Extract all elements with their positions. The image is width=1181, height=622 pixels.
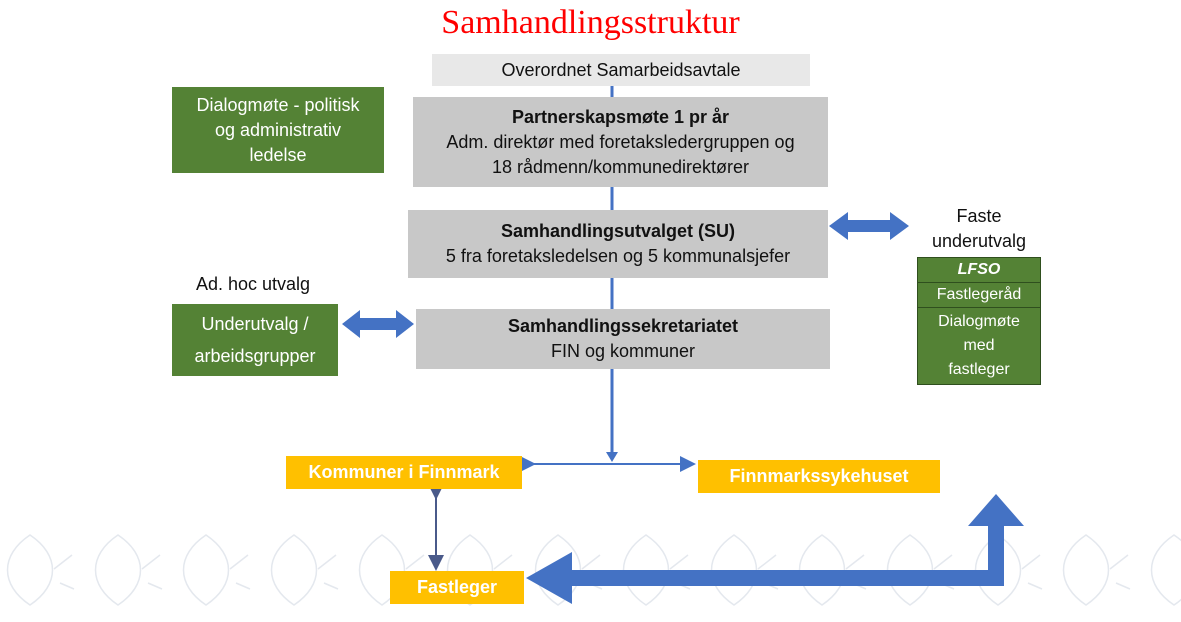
leaf-motif	[974, 534, 1043, 606]
leaf-motif	[270, 534, 339, 606]
dialogmote-fastleger-line3: fastleger	[948, 361, 1010, 378]
leaf-motif	[6, 534, 75, 606]
fastleger-sykehus-big-arrow	[526, 494, 1024, 604]
lfso-row: LFSO	[918, 258, 1040, 283]
faste-label-line1: Faste	[956, 206, 1002, 226]
faste-underutvalg-stack: LFSO Fastlegeråd Dialogmøte med fastlege…	[917, 257, 1041, 385]
leaf-motif	[1150, 534, 1181, 606]
underutvalg-line2: arbeidsgrupper	[194, 346, 316, 366]
sekretariat-heading: Samhandlingssekretariatet	[507, 316, 739, 336]
dialogmote-fastleger-line2: med	[963, 337, 995, 354]
partnerskapsmote-box: Partnerskapsmøte 1 pr år Adm. direktør m…	[413, 97, 828, 187]
dialogmote-politisk-line2: og administrativ	[214, 119, 342, 140]
sykehus-label: Finnmarkssykehuset	[729, 466, 909, 486]
sekretariat-double-arrow	[342, 310, 414, 338]
fastleger-label: Fastleger	[416, 577, 498, 597]
su-double-arrow	[829, 212, 909, 240]
kommuner-i-finnmark-box: Kommuner i Finnmark	[286, 456, 522, 489]
fastlegerad-row: Fastlegeråd	[918, 283, 1040, 308]
faste-underutvalg-label: Faste underutvalg	[914, 204, 1044, 254]
underutvalg-line1: Underutvalg /	[201, 314, 309, 334]
samhandlingssekretariatet-box: Samhandlingssekretariatet FIN og kommune…	[416, 309, 830, 369]
dialogmote-politisk-line1: Dialogmøte - politisk	[196, 94, 360, 115]
fastleger-box: Fastleger	[390, 571, 524, 604]
spine-arrow-tip	[606, 452, 618, 462]
underutvalg-arbeidsgrupper-box: Underutvalg / arbeidsgrupper	[172, 304, 338, 376]
overordnet-samarbeidsavtale-box: Overordnet Samarbeidsavtale	[432, 54, 810, 86]
kommuner-label: Kommuner i Finnmark	[308, 462, 500, 482]
su-line1: 5 fra foretaksledelsen og 5 kommunalsjef…	[445, 246, 791, 266]
page-title: Samhandlingsstruktur	[441, 4, 740, 41]
dialogmote-fastleger-line1: Dialogmøte	[938, 313, 1020, 330]
leaf-motif	[1062, 534, 1131, 606]
partnerskapsmote-heading: Partnerskapsmøte 1 pr år	[511, 106, 730, 127]
faste-label-line2: underutvalg	[931, 231, 1027, 251]
partnerskapsmote-line2: 18 rådmenn/kommunedirektører	[491, 156, 750, 177]
sekretariat-line1: FIN og kommuner	[550, 341, 696, 361]
samhandlingsutvalget-box: Samhandlingsutvalget (SU) 5 fra foretaks…	[408, 210, 828, 278]
partnerskapsmote-line1: Adm. direktør med foretaksledergruppen o…	[446, 131, 795, 152]
leaf-motif	[182, 534, 251, 606]
leaf-motif	[94, 534, 163, 606]
dialogmote-politisk-line3: ledelse	[249, 144, 307, 165]
su-heading: Samhandlingsutvalget (SU)	[500, 221, 736, 241]
dialogmote-politisk-box: Dialogmøte - politisk og administrativ l…	[172, 87, 384, 173]
dialogmote-fastleger-row: Dialogmøte med fastleger	[918, 308, 1040, 384]
adhoc-label: Ad. hoc utvalg	[195, 274, 311, 294]
finnmarkssykehuset-box: Finnmarkssykehuset	[698, 460, 940, 493]
overordnet-label: Overordnet Samarbeidsavtale	[501, 59, 741, 80]
